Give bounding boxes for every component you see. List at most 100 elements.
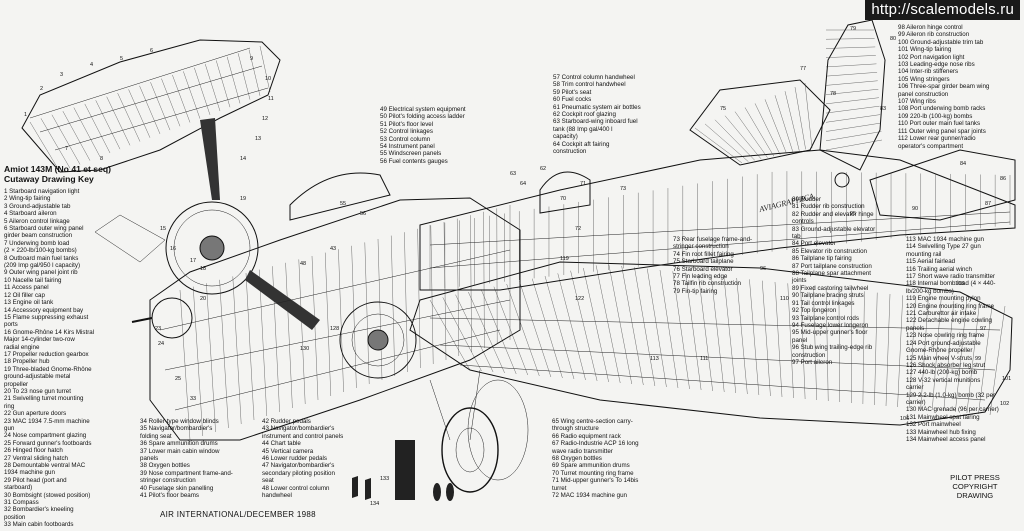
key-entry: 129 2.2-lb (1.0-kg) bomb (32 per xyxy=(906,391,996,399)
structure-line xyxy=(391,235,395,377)
structure-line xyxy=(764,99,787,154)
key-entry: 32 Bombardier's kneeling xyxy=(4,506,74,514)
structure-line xyxy=(920,297,929,410)
structure-line xyxy=(804,82,813,149)
callout-number: 10 xyxy=(265,76,271,82)
key-column-7: 73 Rear fuselage frame-and- stringer con… xyxy=(673,236,752,295)
key-entry: 53 Control column xyxy=(380,135,431,143)
structure-line xyxy=(583,267,609,383)
callout-number: 90 xyxy=(912,206,918,212)
key-entry: 118 Internal bomb load (4 × 440- xyxy=(906,280,996,288)
key-entry: 127 440-lb (200-kg) bomb xyxy=(906,369,978,377)
structure-line xyxy=(838,288,840,403)
key-entry: 106 Three-spar girder beam wing xyxy=(898,83,990,91)
key-entry: 6 Starboard outer wing panel xyxy=(4,225,84,233)
key-entry: 95 Mid-upper gunner's floor xyxy=(792,329,868,337)
key-entry: 51 Pilot's floor level xyxy=(380,120,434,128)
credit-line: PILOT PRESS xyxy=(950,473,1000,482)
structure-line xyxy=(298,259,306,405)
callout-number: 99 xyxy=(975,356,981,362)
structure-line xyxy=(139,85,161,134)
structure-line xyxy=(106,96,131,146)
key-entry: panel xyxy=(792,336,808,344)
callout-number: 119 xyxy=(560,256,569,262)
key-entry: 59 Pilot's seat xyxy=(553,88,592,96)
key-entry: 104 Inter-rib stiffeners xyxy=(898,68,959,76)
key-entry: 112 Lower rear gunner/radio xyxy=(898,135,976,143)
structure-line xyxy=(825,97,879,105)
key-title-line2: Cutaway Drawing Key xyxy=(4,174,94,184)
key-entry: 22 Gun aperture doors xyxy=(4,410,67,418)
callout-number: 113 xyxy=(650,356,659,362)
tail-fin xyxy=(819,19,886,188)
structure-line xyxy=(216,60,231,108)
key-entry: construction xyxy=(792,351,826,359)
key-entry: 110 Port outer main fuel tanks xyxy=(898,120,981,128)
structure-line xyxy=(480,289,517,375)
structure-line xyxy=(647,268,667,388)
key-entry: turret xyxy=(552,484,567,492)
key-entry: 31 Compass xyxy=(4,499,39,507)
structure-line xyxy=(749,279,760,396)
callout-number: 87 xyxy=(985,201,991,207)
key-entry: 52 Control linkages xyxy=(380,128,433,136)
key-entry: controls xyxy=(792,218,814,226)
structure-line xyxy=(874,292,878,406)
key-entry: construction xyxy=(553,148,587,156)
key-entry: 75 Starboard tailplane xyxy=(673,258,734,266)
key-entry: 18 Propeller hub xyxy=(4,358,50,366)
structure-line xyxy=(955,301,967,413)
key-entry: stringer construction xyxy=(140,477,196,485)
callout-number: 2 xyxy=(40,86,43,92)
structure-line xyxy=(84,103,111,154)
callout-number: 43 xyxy=(330,246,336,252)
machine-gun-icon xyxy=(131,317,153,323)
key-entry: 49 Electrical system equipment xyxy=(380,106,466,113)
key-entry: 64 Cockpit aft fairing xyxy=(553,140,610,148)
key-entry: carrier xyxy=(906,384,924,392)
key-entry: 34 Roller-type window blinds xyxy=(140,418,219,425)
key-entry: 109 220-lb (100-kg) bombs xyxy=(898,112,973,120)
key-entry: position xyxy=(4,513,26,521)
structure-line xyxy=(978,304,993,415)
key-entry: 60 Fuel cocks xyxy=(553,96,592,104)
key-entry: 84 Port elevator xyxy=(792,240,836,248)
structure-line xyxy=(634,267,656,387)
callout-number: 4 xyxy=(90,62,93,68)
key-entry: 67 Radio-Industrie ACP 16 long xyxy=(552,440,639,448)
key-entry: stringer construction xyxy=(673,243,729,251)
key-entry: 77 Fin leading edge xyxy=(673,273,728,281)
key-entry: gun xyxy=(4,425,15,432)
key-entry: 36 Spare ammunition drums xyxy=(140,440,218,448)
structure-line xyxy=(519,281,552,378)
callout-number: 62 xyxy=(540,166,546,172)
structure-line xyxy=(825,63,877,68)
key-entry: 8 Outboard main fuel tanks xyxy=(4,254,79,262)
callout-number: 103 xyxy=(955,281,964,287)
key-entry: 14 Accessory equipment bay xyxy=(4,306,84,314)
key-entry: joints xyxy=(792,277,807,285)
key-entry: 35 Navigator/bombardier's xyxy=(140,425,213,433)
structure-line xyxy=(248,49,261,96)
structure-line xyxy=(205,64,221,112)
key-entry: mounting rail xyxy=(906,250,942,258)
key-entry: 68 Oxygen bottles xyxy=(552,455,602,463)
key-entry: 96 Stub wing trailing-edge rib xyxy=(792,344,873,352)
structure-line xyxy=(95,100,121,150)
key-entry: 123 Nose cowling ring frame xyxy=(906,332,985,340)
callout-number: 133 xyxy=(380,476,389,482)
nose-turret-icon xyxy=(151,297,193,339)
key-entry: 65 Wing centre-section carry- xyxy=(552,418,633,425)
key-entry: 78 Tailfin rib construction xyxy=(673,280,741,288)
key-entry: 117 Short wave radio transmitter xyxy=(906,273,995,281)
structure-line xyxy=(943,300,955,412)
structure-line xyxy=(825,80,878,86)
structure-line xyxy=(194,67,211,115)
key-entry: 79 Fin-tip fairing xyxy=(673,287,718,295)
key-entry: folding seat xyxy=(140,432,172,440)
watermark[interactable]: http://scalemodels.ru xyxy=(865,0,1020,20)
main-undercarriage xyxy=(429,369,529,493)
structure-line xyxy=(825,131,882,141)
